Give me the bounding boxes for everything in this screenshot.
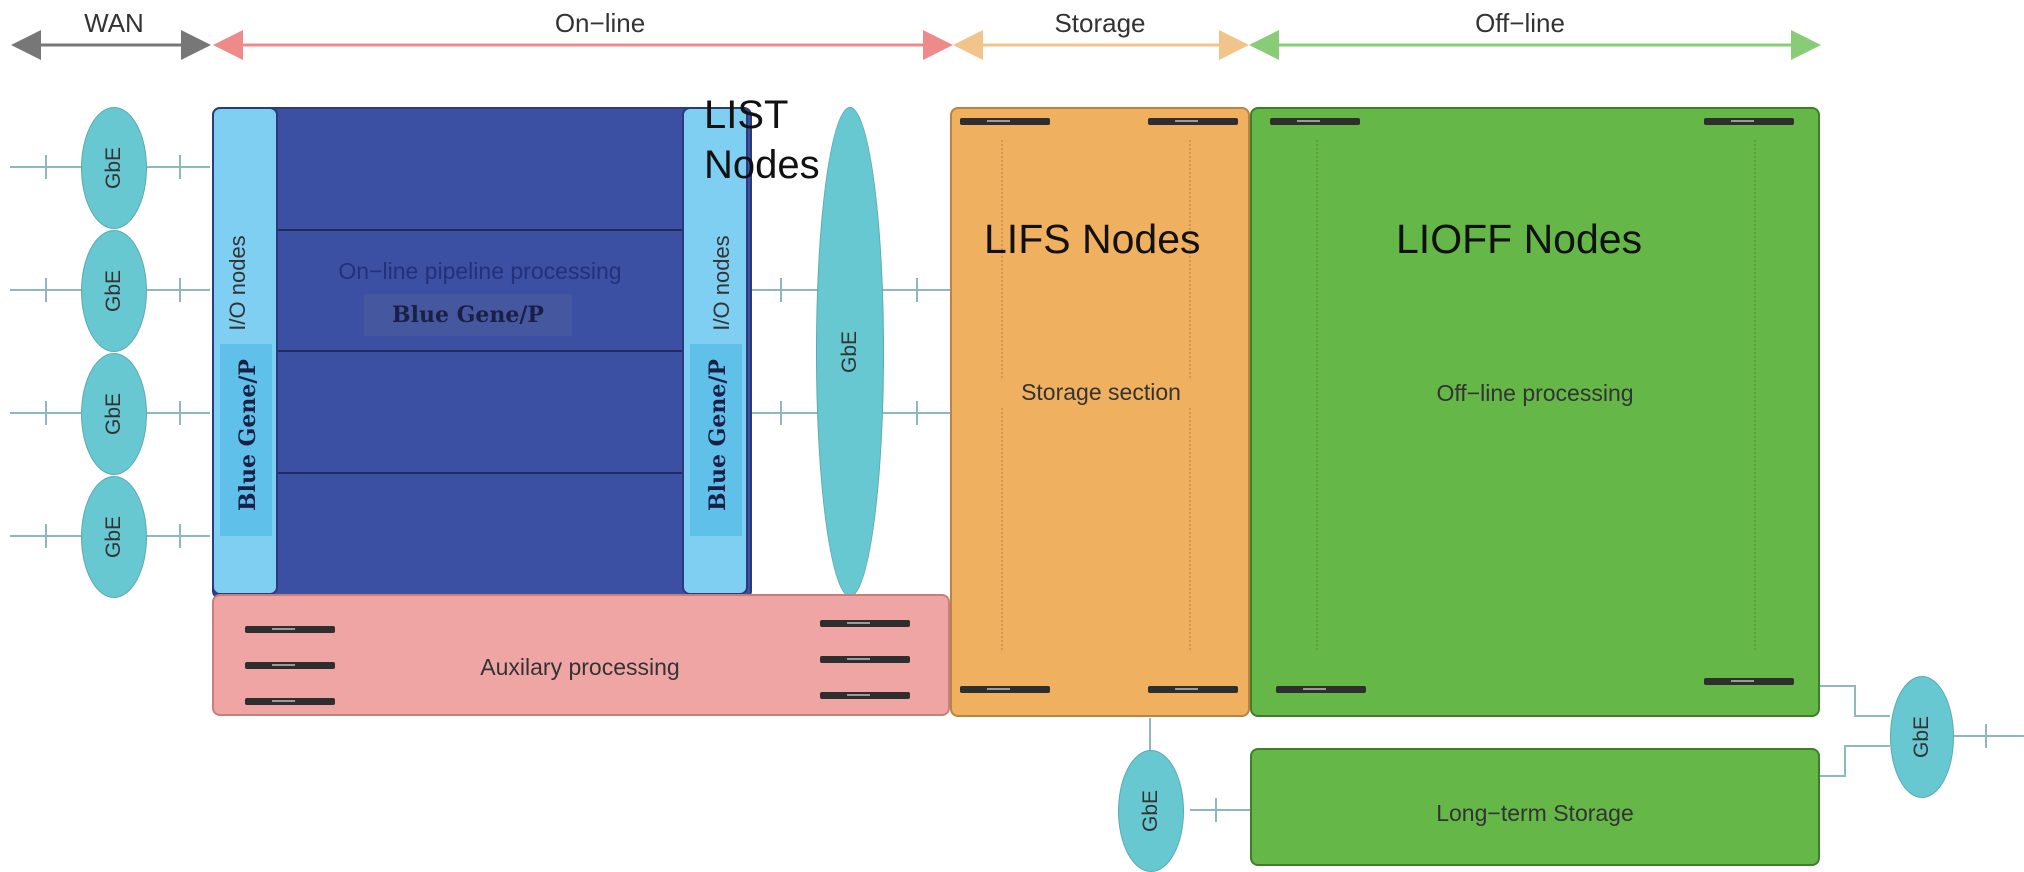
gbe-node: GbE — [81, 353, 147, 475]
offline-processing-label: Off−line processing — [1436, 380, 1634, 406]
online-processing-label: On−line pipeline processing — [338, 258, 622, 284]
switch-icon — [1276, 686, 1366, 693]
switch-icon — [1270, 118, 1360, 125]
gbe-node: GbE — [81, 476, 147, 598]
switch-icon — [1704, 118, 1794, 125]
offline-label: Off−line — [1475, 8, 1565, 38]
gbe-label: GbE — [1910, 715, 1933, 759]
dotted-line — [1316, 140, 1318, 650]
offline-box — [1250, 107, 1820, 717]
gbe-node: GbE — [81, 107, 147, 229]
switch-icon — [1148, 118, 1238, 125]
gbe-node: GbE — [81, 230, 147, 352]
switch-icon — [820, 692, 910, 699]
gbe-label: GbE — [102, 515, 125, 559]
switch-icon — [960, 118, 1050, 125]
io-nodes-label: I/O nodes — [709, 235, 734, 331]
list-nodes-label: LIST Nodes — [704, 93, 820, 187]
divider — [278, 472, 682, 474]
wan-label: WAN — [84, 8, 144, 38]
gbe-label: GbE — [102, 392, 125, 436]
storage-label: Storage — [1054, 8, 1146, 38]
lifs-nodes-label: LIFS Nodes — [984, 216, 1201, 262]
switch-icon — [960, 686, 1050, 693]
switch-icon — [820, 620, 910, 627]
storage-section-label: Storage section — [976, 379, 1226, 406]
long-term-storage-label: Long−term Storage — [1436, 800, 1634, 826]
auxiliary-label: Auxilary processing — [480, 654, 680, 680]
blue-gene-label: Blue Gene/P — [235, 359, 261, 511]
io-nodes-label: I/O nodes — [225, 235, 250, 331]
blue-gene-label: Blue Gene/P — [705, 359, 731, 511]
io-band — [690, 344, 742, 536]
io-band — [220, 344, 272, 536]
switch-icon — [245, 662, 335, 669]
switch-icon — [1148, 686, 1238, 693]
divider — [278, 350, 682, 352]
switch-icon — [245, 698, 335, 705]
divider — [278, 229, 682, 231]
dotted-line — [1754, 140, 1756, 650]
switch-icon — [1704, 678, 1794, 685]
gbe-label: GbE — [102, 269, 125, 313]
switch-icon — [820, 656, 910, 663]
gbe-node: GbE — [1890, 676, 1954, 798]
lioff-nodes-label: LIOFF Nodes — [1396, 216, 1643, 262]
online-label: On−line — [554, 8, 646, 38]
long-term-storage-box — [1250, 748, 1820, 866]
gbe-label: GbE — [838, 330, 861, 374]
gbe-node: GbE — [816, 107, 884, 597]
gbe-label: GbE — [1139, 789, 1162, 833]
storage-box — [950, 107, 1250, 717]
switch-icon — [245, 626, 335, 633]
gbe-label: GbE — [102, 146, 125, 190]
blue-gene-label: Blue Gene/P — [364, 294, 572, 336]
gbe-node: GbE — [1118, 750, 1184, 872]
blue-gene-block — [212, 107, 752, 599]
